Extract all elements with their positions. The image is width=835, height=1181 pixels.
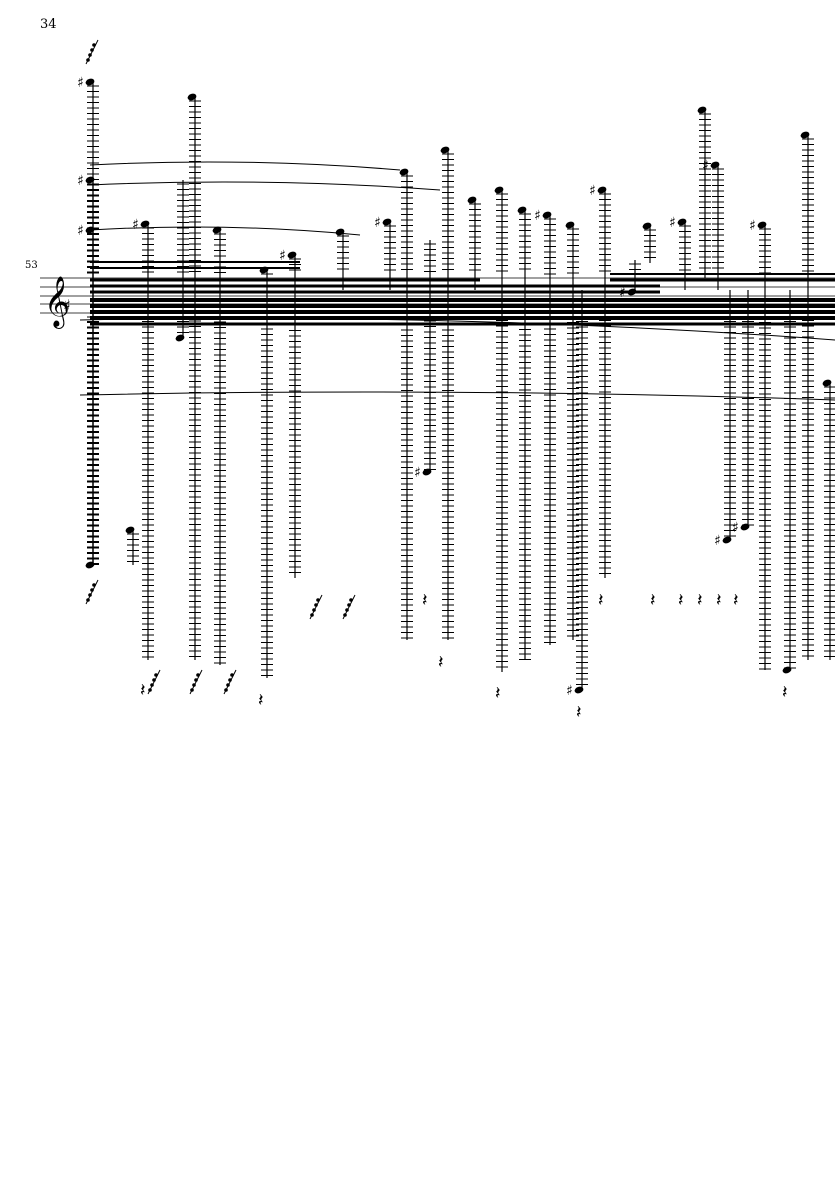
sharp-icon: ♯: [63, 296, 71, 315]
notehead: [422, 468, 432, 476]
quarter-rest-icon: 𝄽: [678, 590, 684, 611]
sharp-icon: ♯: [77, 223, 84, 239]
notehead: [212, 226, 222, 234]
notehead: [627, 288, 637, 296]
sharp-icon: ♯: [414, 465, 421, 481]
notehead: [757, 221, 767, 229]
notehead: [187, 93, 197, 101]
treble-clef-icon: 𝄞: [44, 276, 70, 329]
grace-slash: [147, 669, 161, 695]
quarter-rest-icon: 𝄽: [495, 683, 501, 704]
notehead: [467, 196, 477, 204]
sharp-icon: ♯: [279, 248, 286, 264]
notehead: [782, 666, 792, 674]
notehead: [494, 186, 504, 194]
notehead: [597, 186, 607, 194]
grace-slash: [189, 669, 203, 695]
notehead: [85, 561, 95, 569]
sharp-icon: ♯: [669, 215, 676, 231]
notehead: [800, 131, 810, 139]
quarter-rest-icon: 𝄽: [697, 590, 703, 611]
notehead: [565, 221, 575, 229]
sharp-icon: ♯: [132, 217, 139, 233]
tie: [79, 391, 835, 401]
notehead: [85, 176, 95, 184]
sharp-icon: ♯: [714, 533, 721, 549]
sharp-icon: ♯: [619, 285, 626, 301]
notehead: [722, 536, 732, 544]
page-number: 34: [40, 17, 57, 32]
grace-slash: [309, 594, 323, 620]
sharp-icon: ♯: [749, 218, 756, 234]
notehead: [440, 146, 450, 154]
sharp-icon: ♯: [77, 75, 84, 91]
sharp-icon: ♯: [589, 183, 596, 199]
quarter-rest-icon: 𝄽: [576, 702, 582, 723]
notehead: [259, 266, 269, 274]
notehead: [677, 218, 687, 226]
tie: [89, 161, 401, 171]
grace-slash: [223, 669, 237, 695]
notehead: [287, 251, 297, 259]
notehead: [822, 379, 832, 387]
quarter-rest-icon: 𝄽: [650, 590, 656, 611]
grace-slash: [85, 39, 99, 65]
notehead: [642, 222, 652, 230]
quarter-rest-icon: 𝄽: [438, 652, 444, 673]
sharp-icon: ♯: [534, 208, 541, 224]
notehead: [517, 206, 527, 214]
quarter-rest-icon: 𝄽: [782, 682, 788, 703]
notehead: [85, 78, 95, 86]
measure-number: 53: [25, 260, 38, 271]
notehead: [175, 334, 185, 342]
notehead: [542, 211, 552, 219]
sharp-icon: ♯: [374, 215, 381, 231]
sharp-icon: ♯: [77, 173, 84, 189]
tie: [79, 317, 835, 341]
notehead: [574, 686, 584, 694]
grace-slash: [85, 579, 99, 605]
notehead: [740, 523, 750, 531]
quarter-rest-icon: 𝄽: [733, 590, 739, 611]
quarter-rest-icon: 𝄽: [598, 590, 604, 611]
notehead: [399, 168, 409, 176]
notehead: [140, 220, 150, 228]
quarter-rest-icon: 𝄽: [140, 680, 146, 701]
notehead: [382, 218, 392, 226]
notehead: [697, 106, 707, 114]
sharp-icon: ♯: [702, 158, 709, 174]
notehead: [335, 228, 345, 236]
notehead: [125, 526, 135, 534]
grace-slash: [342, 594, 356, 620]
tie: [89, 181, 441, 191]
sharp-icon: ♯: [566, 683, 573, 699]
quarter-rest-icon: 𝄽: [258, 690, 264, 711]
notehead: [710, 161, 720, 169]
tie: [89, 226, 361, 236]
sharp-icon: ♯: [732, 520, 739, 536]
quarter-rest-icon: 𝄽: [716, 590, 722, 611]
quarter-rest-icon: 𝄽: [422, 590, 428, 611]
